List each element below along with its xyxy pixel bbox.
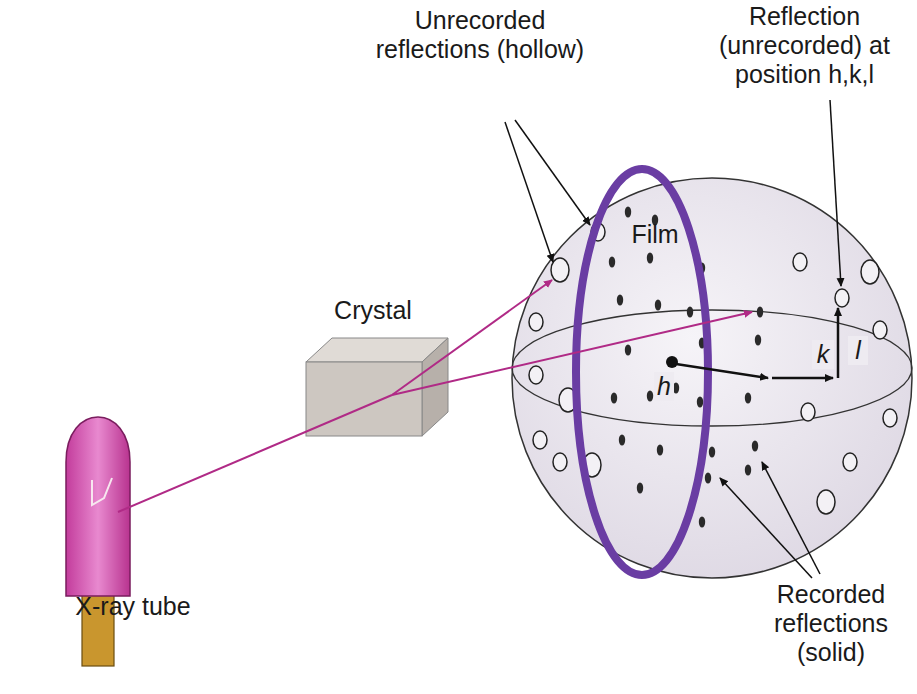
part-label: X-ray tube bbox=[28, 592, 238, 621]
recorded-spot bbox=[755, 335, 761, 346]
leader-arrow bbox=[762, 462, 820, 574]
unrecorded-spot bbox=[843, 453, 857, 471]
unrecorded-spot bbox=[883, 409, 897, 427]
incident-beam bbox=[118, 395, 392, 512]
axis-label: k bbox=[812, 340, 834, 369]
recorded-spot bbox=[657, 445, 663, 456]
diffracted-beam bbox=[392, 312, 752, 395]
unrecorded-spot bbox=[873, 321, 887, 339]
axis-label: h bbox=[654, 372, 674, 401]
unrecorded-spot bbox=[529, 313, 543, 331]
sphere bbox=[512, 178, 912, 578]
recorded-spot bbox=[697, 397, 703, 408]
recorded-spot bbox=[752, 441, 758, 452]
recorded-spot bbox=[745, 465, 751, 476]
recorded-spot bbox=[647, 391, 653, 402]
recorded-spot bbox=[757, 307, 763, 318]
callout-label: Unrecorded reflections (hollow) bbox=[375, 6, 585, 64]
diffracted-beam bbox=[392, 280, 552, 395]
unrecorded-spot bbox=[801, 403, 815, 421]
unrecorded-spot bbox=[817, 490, 835, 514]
recorded-spot bbox=[609, 257, 615, 268]
unrecorded-spot bbox=[861, 260, 879, 284]
recorded-spot bbox=[705, 473, 711, 484]
unrecorded-spot bbox=[793, 253, 807, 271]
recorded-spot bbox=[625, 345, 631, 356]
equator bbox=[512, 310, 912, 426]
unrecorded-spot bbox=[533, 431, 547, 449]
leader-arrow bbox=[515, 120, 590, 225]
leader-arrow bbox=[830, 100, 841, 286]
recorded-spot bbox=[647, 253, 653, 264]
origin-dot bbox=[666, 356, 678, 368]
recorded-spot bbox=[611, 393, 617, 404]
callout-label: Recorded reflections (solid) bbox=[750, 580, 912, 667]
part-label: Film bbox=[620, 220, 690, 249]
callout-label: Reflection (unrecorded) at position h,k,… bbox=[697, 2, 912, 89]
unrecorded-spot bbox=[553, 453, 567, 471]
k-vector bbox=[772, 377, 833, 380]
unrecorded-spot bbox=[551, 258, 569, 282]
recorded-spot bbox=[655, 300, 661, 311]
leader-arrow bbox=[505, 122, 553, 262]
xray-tube bbox=[66, 417, 130, 596]
recorded-spot bbox=[625, 207, 631, 218]
l-vector bbox=[837, 308, 840, 378]
film-ring bbox=[576, 169, 708, 575]
recorded-spot bbox=[687, 307, 693, 318]
recorded-spot bbox=[709, 447, 715, 458]
recorded-spot bbox=[637, 483, 643, 494]
h-vector bbox=[676, 364, 768, 378]
axis-label: l bbox=[848, 336, 868, 365]
recorded-spot bbox=[745, 393, 751, 404]
leader-arrow bbox=[720, 478, 812, 578]
recorded-spot bbox=[699, 517, 705, 528]
unrecorded-spot bbox=[835, 289, 849, 307]
part-label: Crystal bbox=[318, 296, 428, 325]
unrecorded-spot bbox=[529, 366, 543, 384]
tube-filament bbox=[92, 478, 112, 505]
recorded-spot bbox=[619, 435, 625, 446]
recorded-spot bbox=[617, 295, 623, 306]
